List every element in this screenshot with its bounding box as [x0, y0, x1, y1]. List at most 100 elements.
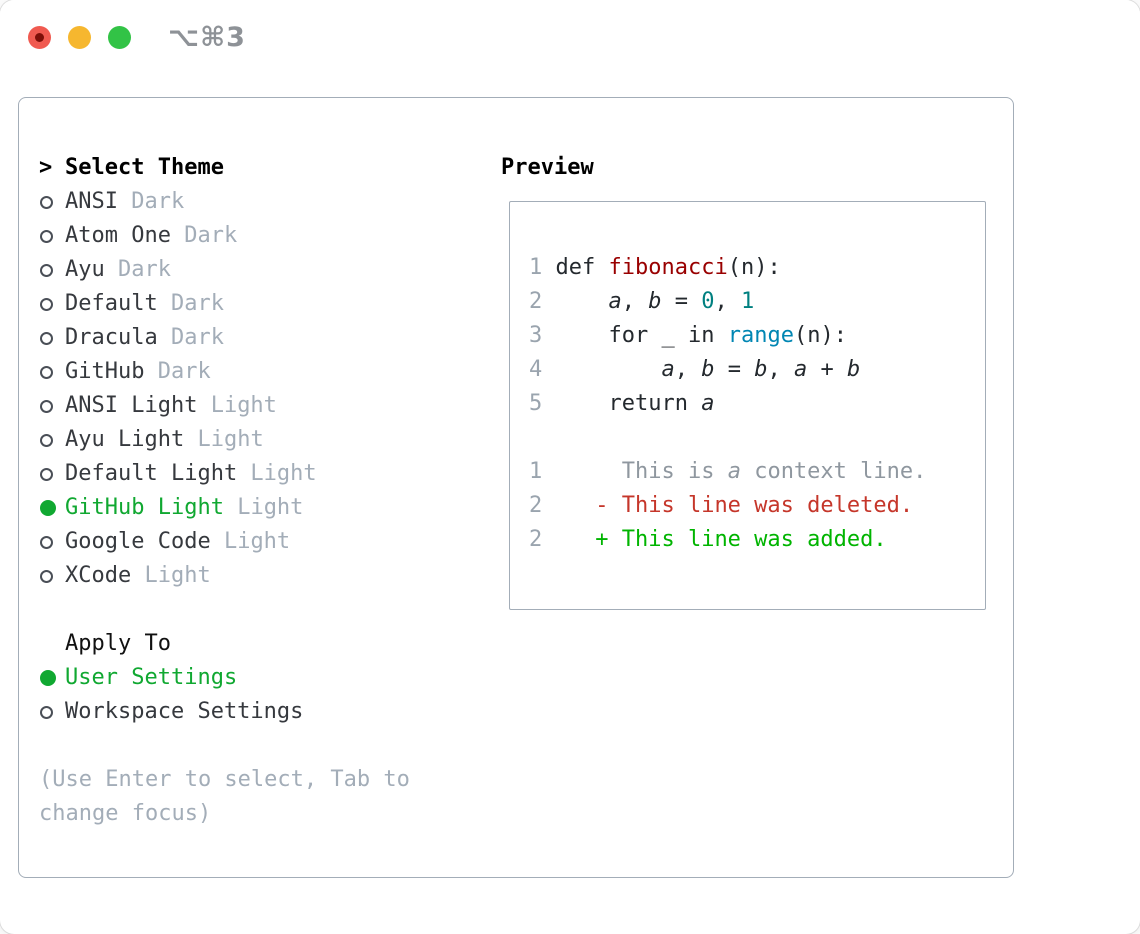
code-line: 2 - This line was deleted.: [529, 489, 926, 523]
code-line: 2 + This line was added.: [529, 523, 926, 557]
radio-icon: [40, 569, 53, 583]
theme-item-name: GitHub: [65, 359, 145, 384]
code-token: [542, 255, 555, 280]
apply-to-option[interactable]: Workspace Settings: [39, 695, 489, 729]
radio-marker: [39, 535, 65, 549]
code-token: return: [608, 391, 688, 416]
code-token: b: [648, 289, 662, 314]
theme-item[interactable]: GitHub Light Light: [39, 491, 489, 525]
radio-icon: [40, 365, 53, 379]
radio-icon: [40, 433, 53, 447]
code-token: 5: [529, 391, 543, 416]
window-title: ⌥⌘3: [168, 22, 246, 53]
close-button-icon[interactable]: [28, 26, 51, 49]
code-token: 2: [529, 289, 543, 314]
theme-item[interactable]: Google Code Light: [39, 525, 489, 559]
radio-icon: [40, 263, 53, 277]
theme-item-variant: Dark: [157, 291, 224, 316]
code-token: 4: [529, 357, 543, 382]
code-token: ,: [767, 357, 794, 382]
code-token: b: [701, 357, 715, 382]
code-token: [714, 323, 727, 348]
theme-item-name: ANSI: [65, 189, 118, 214]
code-token: _: [648, 323, 688, 348]
theme-item[interactable]: GitHub Dark: [39, 355, 489, 389]
select-theme-heading: Select Theme: [65, 155, 224, 180]
code-token: =: [714, 357, 755, 382]
code-token: a: [727, 459, 741, 484]
hint-line: change focus): [39, 801, 212, 826]
radio-icon: [40, 399, 53, 413]
theme-item-name: Ayu: [65, 257, 105, 282]
theme-item-name: GitHub Light: [65, 495, 224, 520]
code-token: This is: [621, 459, 728, 484]
radio-marker: [39, 705, 65, 719]
theme-item-variant: Dark: [144, 359, 211, 384]
spacer: [39, 729, 489, 763]
radio-icon: [40, 229, 53, 243]
radio-marker: [39, 467, 65, 481]
code-token: context line.: [740, 459, 927, 484]
code-token: a: [661, 357, 675, 382]
radio-icon: [40, 297, 53, 311]
theme-item[interactable]: Ayu Light Light: [39, 423, 489, 457]
theme-item-variant: Light: [237, 461, 317, 486]
theme-item[interactable]: Dracula Dark: [39, 321, 489, 355]
radio-marker: [39, 399, 65, 413]
code-token: ,: [621, 289, 649, 314]
apply-to-heading-row: Apply To: [39, 627, 489, 661]
theme-item-variant: Dark: [170, 223, 238, 248]
code-token: + This line was added.: [595, 527, 887, 552]
code-token: 1: [740, 289, 755, 314]
apply-to-option[interactable]: User Settings: [39, 661, 489, 695]
theme-item[interactable]: XCode Light: [39, 559, 489, 593]
zoom-button-icon[interactable]: [108, 26, 131, 49]
code-token: b: [754, 357, 768, 382]
radio-marker: [39, 263, 65, 277]
theme-item[interactable]: Default Dark: [39, 287, 489, 321]
code-token: [542, 527, 595, 552]
radio-marker: [39, 331, 65, 345]
theme-item-variant: Dark: [117, 189, 185, 214]
code-line: 3 for _ in range(n):: [529, 319, 926, 353]
code-token: [542, 459, 621, 484]
theme-item-name: Default: [65, 291, 158, 316]
theme-item[interactable]: Default Light Light: [39, 457, 489, 491]
theme-item-variant: Light: [197, 393, 277, 418]
theme-item[interactable]: Ayu Dark: [39, 253, 489, 287]
code-token: [688, 391, 701, 416]
code-token: 0: [701, 289, 715, 314]
code-token: 1: [529, 255, 543, 280]
theme-item[interactable]: ANSI Dark: [39, 185, 489, 219]
code-token: 3: [529, 323, 543, 348]
radio-selected-icon: [40, 500, 56, 516]
code-token: [595, 255, 608, 280]
code-token: 1: [529, 459, 543, 484]
titlebar: ⌥⌘3: [0, 0, 1140, 75]
minimize-button-icon[interactable]: [68, 26, 91, 49]
radio-icon: [40, 705, 53, 719]
theme-item[interactable]: ANSI Light Light: [39, 389, 489, 423]
preview-box: 1 def fibonacci(n): 2 a, b = 0, 1 3 for _ …: [509, 201, 986, 610]
theme-item-variant: Light: [184, 427, 264, 452]
theme-item[interactable]: Atom One Dark: [39, 219, 489, 253]
code-token: ,: [714, 289, 741, 314]
radio-icon: [40, 195, 53, 209]
code-token: for: [608, 323, 649, 348]
theme-item-variant: Dark: [104, 257, 171, 282]
theme-item-name: Google Code: [65, 529, 211, 554]
radio-marker: [39, 670, 65, 686]
code-token: fibonacci: [608, 255, 728, 280]
radio-marker: [39, 229, 65, 243]
code-token: [542, 391, 608, 416]
radio-icon: [40, 331, 53, 345]
code-token: range: [727, 323, 794, 348]
code-line: 1 def fibonacci(n):: [529, 251, 926, 285]
code-token: 2: [529, 527, 543, 552]
radio-marker: [39, 297, 65, 311]
chevron-icon: >: [39, 155, 53, 180]
code-token: a: [701, 391, 715, 416]
